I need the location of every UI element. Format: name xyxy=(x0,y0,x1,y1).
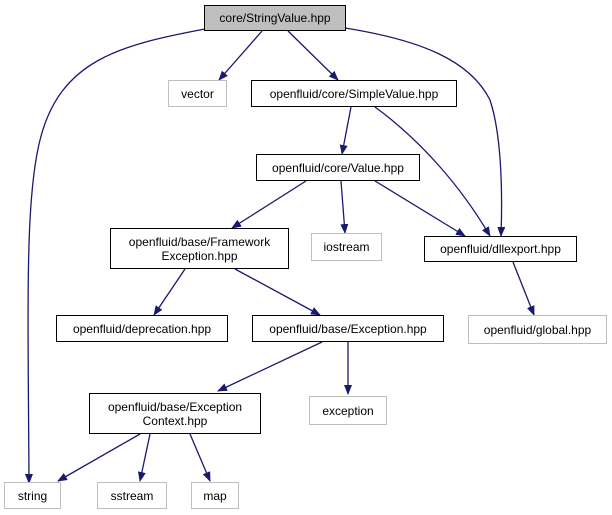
edge-value-to-iostream xyxy=(340,180,349,234)
node-global[interactable]: openfluid/global.hpp xyxy=(468,315,607,344)
node-iostream[interactable]: iostream xyxy=(311,233,382,261)
node-label: iostream xyxy=(323,240,370,254)
edge-simplevalue-to-dllexport xyxy=(374,106,491,237)
edge-exception-context-to-sstream xyxy=(137,433,151,482)
node-label: openfluid/base/Exception.hpp xyxy=(269,321,427,336)
node-label-line2: Exception.hpp xyxy=(161,248,238,263)
node-label: core/StringValue.hpp xyxy=(219,11,331,25)
node-label: openfluid/core/SimpleValue.hpp xyxy=(269,86,439,101)
node-label: sstream xyxy=(110,488,154,503)
edge-dllexport-to-global xyxy=(512,261,535,316)
node-exception-hpp[interactable]: openfluid/base/Exception.hpp xyxy=(252,315,444,342)
edge-exception-hpp-to-exception-context xyxy=(217,341,323,392)
node-map[interactable]: map xyxy=(191,482,239,509)
node-vector[interactable]: vector xyxy=(168,80,227,107)
edge-value-to-fwexception xyxy=(231,180,307,229)
edge-exception-context-to-map xyxy=(189,433,211,482)
node-label: openfluid/global.hpp xyxy=(483,322,592,337)
node-label: vector xyxy=(181,86,214,101)
node-string[interactable]: string xyxy=(4,482,61,509)
node-label-line1: openfluid/base/Framework xyxy=(128,234,271,249)
edge-root-to-simplevalue xyxy=(287,30,339,81)
node-deprecation[interactable]: openfluid/deprecation.hpp xyxy=(56,315,228,342)
node-dllexport[interactable]: openfluid/dllexport.hpp xyxy=(424,236,577,262)
edge-fwexception-to-exception-hpp xyxy=(234,268,321,316)
node-framework-exception[interactable]: openfluid/base/Framework Exception.hpp xyxy=(110,228,289,269)
node-sstream[interactable]: sstream xyxy=(97,482,167,509)
node-label: openfluid/core/Value.hpp xyxy=(272,160,404,175)
node-label: openfluid/deprecation.hpp xyxy=(72,321,212,336)
node-label: string xyxy=(17,488,48,503)
node-label-line2: Context.hpp xyxy=(142,413,208,428)
node-label: exception xyxy=(322,403,374,418)
node-exception[interactable]: exception xyxy=(309,396,387,425)
node-exception-context[interactable]: openfluid/base/Exception Context.hpp xyxy=(89,393,261,434)
node-label: map xyxy=(203,488,227,503)
edge-value-to-dllexport xyxy=(374,180,466,237)
node-label: openfluid/dllexport.hpp xyxy=(440,242,561,256)
node-value[interactable]: openfluid/core/Value.hpp xyxy=(256,154,420,181)
edge-fwexception-to-deprecation xyxy=(153,268,186,316)
node-label-line1: openfluid/base/Exception xyxy=(107,399,243,414)
edge-exception-context-to-string xyxy=(57,433,141,482)
edge-root-to-dllexport xyxy=(344,27,506,237)
edge-root-to-string xyxy=(24,28,206,484)
edge-root-to-vector xyxy=(218,30,263,81)
edge-simplevalue-to-value xyxy=(339,106,352,155)
node-simplevalue[interactable]: openfluid/core/SimpleValue.hpp xyxy=(251,80,457,107)
node-root-stringvalue[interactable]: core/StringValue.hpp xyxy=(204,5,346,31)
